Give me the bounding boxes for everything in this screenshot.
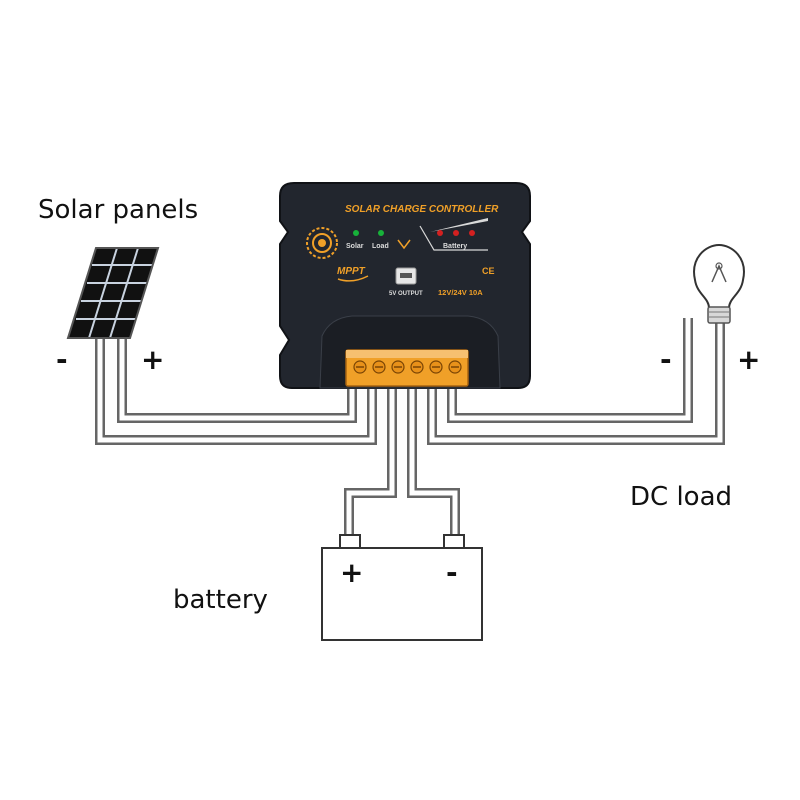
battery-label: battery: [173, 585, 268, 615]
battery-terminal-positive: [339, 534, 361, 549]
battery-body: [321, 547, 483, 641]
battery-led-3: [469, 230, 475, 236]
solar-plus-sign: +: [141, 343, 164, 376]
battery-led-label: Battery: [443, 243, 467, 250]
usb-label: 5V OUTPUT: [389, 291, 423, 297]
load-plus-sign: +: [737, 343, 760, 376]
battery-terminal-negative: [443, 534, 465, 549]
battery-plus-sign: +: [340, 556, 363, 589]
brand-swoosh: [337, 275, 369, 282]
divider-slash: [419, 225, 488, 251]
load-led: [378, 230, 384, 236]
solar-minus-sign: -: [56, 343, 68, 376]
wires: [95, 318, 725, 535]
ce-mark: CE: [482, 266, 495, 276]
battery-icon: [321, 534, 483, 641]
load-minus-sign: -: [660, 343, 672, 376]
solar-led-label: Solar: [346, 243, 364, 250]
light-bulb-icon: [693, 243, 745, 324]
solar-panels-label: Solar panels: [38, 195, 198, 225]
brand-mppt: MPPT: [337, 266, 366, 277]
load-lamp-icon: [397, 239, 411, 250]
battery-minus-sign: -: [446, 556, 458, 589]
solar-panel-icon: [66, 247, 160, 339]
load-led-label: Load: [372, 243, 389, 250]
sun-icon: [306, 227, 338, 259]
terminal-block: [345, 349, 469, 387]
title-wedge: [430, 218, 488, 232]
battery-led-1: [437, 230, 443, 236]
dc-load-label: DC load: [630, 482, 732, 512]
charge-controller: SOLAR CHARGE CONTROLLER Solar Load Batte…: [279, 182, 531, 389]
battery-led-2: [453, 230, 459, 236]
solar-led: [353, 230, 359, 236]
controller-title: SOLAR CHARGE CONTROLLER: [345, 204, 499, 215]
rating-label: 12V/24V 10A: [438, 288, 483, 297]
